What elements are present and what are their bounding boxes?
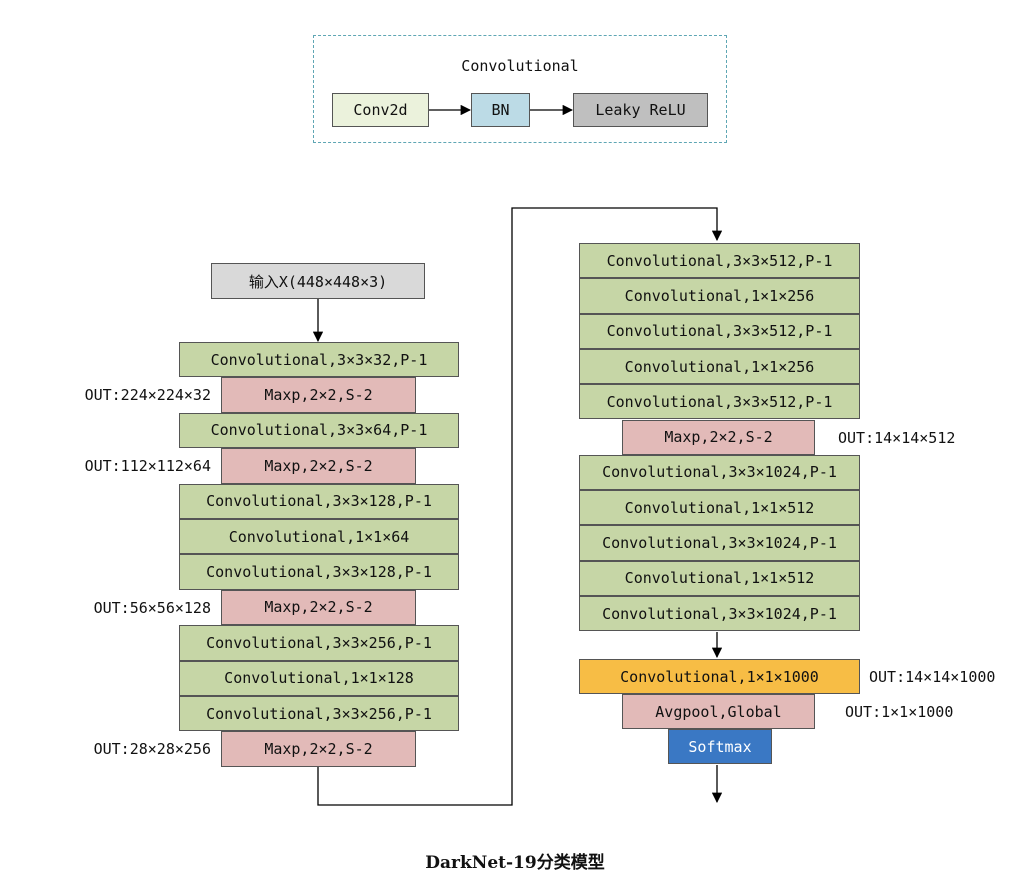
conv-layer-block: Convolutional,3×3×128,P-1 [179,554,459,590]
conv-layer-block: Convolutional,1×1×64 [179,519,459,555]
output-shape-label: OUT:14×14×512 [838,428,956,447]
input-block: 输入X(448×448×3) [211,263,425,299]
conv-layer-block: Convolutional,3×3×256,P-1 [179,625,459,661]
pool-layer-block: Avgpool,Global [622,694,815,729]
output-shape-label: OUT:28×28×256 [93,740,211,759]
conv-layer-block: Convolutional,1×1×512 [579,560,860,596]
conv-layer-block: Convolutional,3×3×128,P-1 [179,483,459,519]
output-shape-label: OUT:56×56×128 [93,598,211,617]
output-shape-label: OUT:112×112×64 [84,457,211,476]
conv-layer-block: Convolutional,1×1×256 [579,278,860,314]
pool-layer-block: Maxp,2×2,S-2 [221,589,416,626]
pool-layer-block: Maxp,2×2,S-2 [221,377,416,413]
legend-frame [313,35,727,143]
conv-layer-block: Convolutional,3×3×512,P-1 [579,243,860,279]
figure-caption: DarkNet-19分类模型 [425,853,605,873]
pool-layer-block: Maxp,2×2,S-2 [221,731,416,767]
conv-layer-block: Convolutional,3×3×1024,P-1 [579,525,860,561]
legend-title: Convolutional [461,57,579,75]
conv-layer-block: Convolutional,3×3×1024,P-1 [579,596,860,632]
legend-bn-block: BN [471,93,530,127]
legend-leaky-relu-block: Leaky ReLU [573,93,708,127]
conv-layer-block: Convolutional,3×3×64,P-1 [179,412,459,449]
conv-layer-block: Convolutional,3×3×256,P-1 [179,696,459,732]
output-shape-label: OUT:224×224×32 [84,386,211,405]
pool-layer-block: Maxp,2×2,S-2 [622,419,815,455]
pool-layer-block: Maxp,2×2,S-2 [221,448,416,484]
legend-conv2d-block: Conv2d [332,93,429,127]
softmax-layer-block: Softmax [668,729,772,764]
conv-layer-block: Convolutional,3×3×1024,P-1 [579,454,860,491]
conv-layer-block: Convolutional,1×1×512 [579,490,860,526]
conv-layer-block: Convolutional,3×3×32,P-1 [179,342,459,378]
conv-layer-block: Convolutional,3×3×512,P-1 [579,313,860,349]
output-shape-label: OUT:1×1×1000 [845,703,954,721]
conv-layer-block: Convolutional,1×1×128 [179,660,459,696]
final-layer-block: Convolutional,1×1×1000 [579,659,860,694]
conv-layer-block: Convolutional,1×1×256 [579,348,860,385]
conv-layer-block: Convolutional,3×3×512,P-1 [579,384,860,420]
output-shape-label: OUT:14×14×1000 [869,668,996,686]
column-link-arrow [317,207,723,806]
